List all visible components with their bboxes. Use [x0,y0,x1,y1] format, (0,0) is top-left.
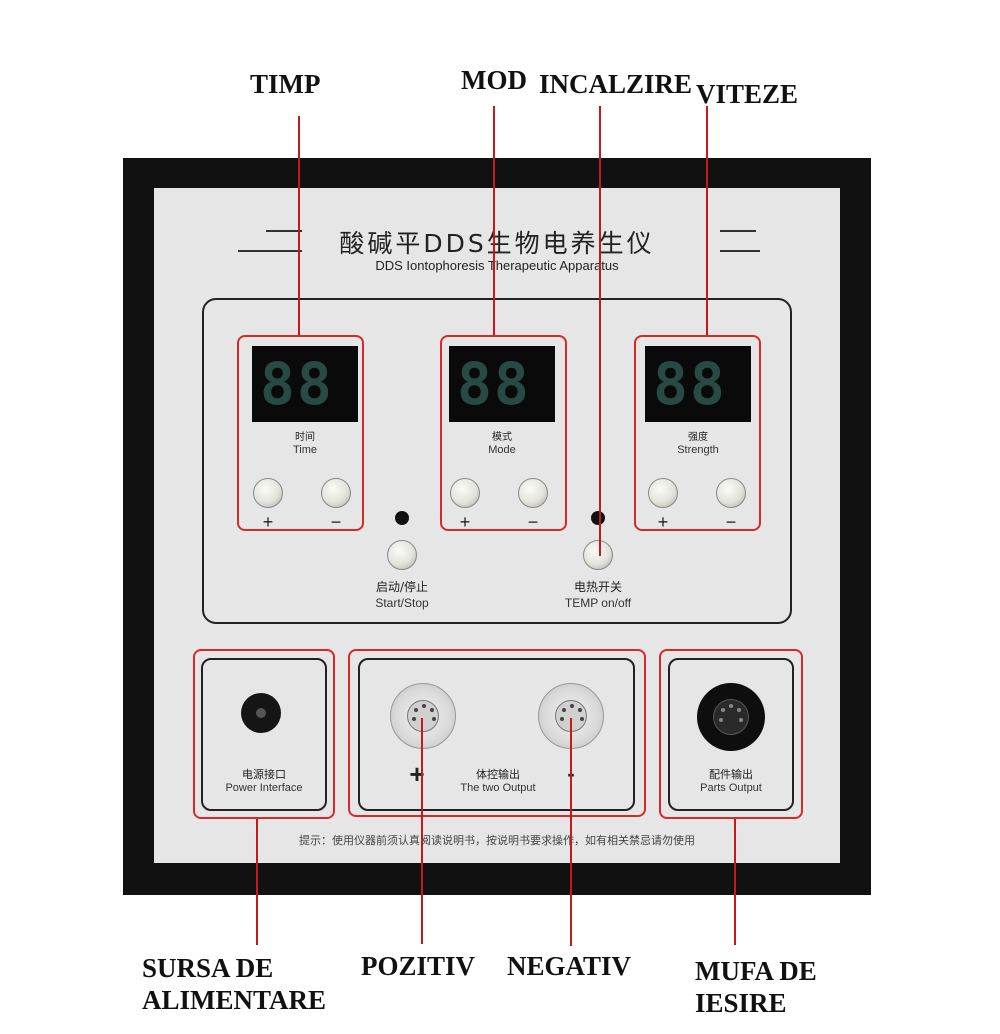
start-stop-button[interactable] [387,540,417,570]
power-highlight-box [193,649,335,819]
viteze-callout-line [706,106,708,335]
time-plus-sign: + [262,512,274,532]
power-label-cn: 电源接口 [242,768,286,781]
power-jack-pin-icon [256,708,266,718]
callout-sursa-line1: SURSA DE [142,953,274,983]
title-deco-line [720,230,756,232]
socket-pin-icon [739,718,743,722]
device-title-cn: 酸碱平DDS生物电养生仪 [339,229,655,258]
mode-display-digits: 88 [457,350,531,418]
parts-output-box [668,658,794,811]
callout-viteze: VITEZE [696,79,799,109]
positive-output-socket-icon[interactable] [390,683,456,749]
strength-display-digits: 88 [653,350,727,418]
two-output-label-cn: 体控输出 [476,768,520,781]
strength-label-cn: 强度 [688,432,708,443]
strength-plus-button[interactable] [648,478,678,508]
start-stop-label-cn: 启动/停止 [375,580,429,594]
socket-pin-icon [729,704,733,708]
strength-minus-sign: − [725,512,737,532]
two-output-box [358,658,635,811]
time-display-digits: 88 [260,350,334,418]
socket-pin-icon [578,708,582,712]
power-jack-icon[interactable] [241,693,281,733]
incalzire-callout-line [599,106,601,556]
sursa-callout-line [256,819,258,945]
temp-label-cn: 电热开关 [573,580,622,594]
mufa-callout-line [734,819,736,945]
two-output-label-en: The two Output [460,782,536,794]
mode-label-cn: 模式 [492,432,512,443]
strength-display: 88 [645,346,751,422]
socket-pin-icon [737,708,741,712]
time-minus-sign: − [330,512,342,532]
mode-minus-button[interactable] [518,478,548,508]
socket-pin-icon [560,717,564,721]
parts-output-label-en: Parts Output [700,782,762,794]
callout-mod: MOD [461,65,527,95]
socket-pin-icon [580,717,584,721]
start-stop-label-en: Start/Stop [375,596,429,610]
power-interface-box [201,658,327,811]
callout-incalzire: INCALZIRE [539,69,693,99]
callout-pozitiv: POZITIV [361,951,476,981]
title-deco-line [238,250,302,252]
timp-callout-line [298,116,300,335]
temp-onoff-button[interactable] [583,540,613,570]
usage-notice: 提示：使用仪器前须认真阅读说明书，按说明书要求操作，如有相关禁忌请勿使用 [299,834,695,847]
mode-display: 88 [449,346,555,422]
parts-output-socket-icon[interactable] [697,683,765,751]
socket-pin-icon [719,718,723,722]
callout-negativ: NEGATIV [507,951,632,981]
time-label-cn: 时间 [295,432,315,443]
callout-mufa-line2: IESIRE [695,988,787,1018]
control-area [202,298,792,624]
time-plus-button[interactable] [253,478,283,508]
mode-plus-sign: + [459,512,471,532]
time-display: 88 [252,346,358,422]
two-output-highlight-box [348,649,646,817]
negativ-callout-line [570,718,572,946]
strength-minus-button[interactable] [716,478,746,508]
power-label-en: Power Interface [225,782,303,794]
parts-output-label-cn: 配件输出 [709,768,753,781]
mode-label-en: Mode [488,444,516,456]
title-deco-line [720,250,760,252]
time-highlight-box [237,335,364,531]
socket-pin-icon [570,704,574,708]
callout-sursa-line2: ALIMENTARE [142,985,327,1015]
socket-pin-icon [562,708,566,712]
device-title-en: DDS Iontophoresis Therapeutic Apparatus [375,258,619,273]
mode-highlight-box [440,335,567,531]
socket-pin-icon [412,717,416,721]
time-label-en: Time [292,444,318,456]
strength-label-en: Strength [677,444,719,456]
parts-output-highlight-box [659,649,803,819]
temp-label-en: TEMP on/off [564,596,632,610]
callout-mufa-line1: MUFA DE [695,956,817,986]
title-deco-line [266,230,302,232]
socket-pin-icon [422,704,426,708]
strength-highlight-box [634,335,761,531]
socket-pin-icon [414,708,418,712]
socket-pin-icon [721,708,725,712]
temp-indicator-led [591,511,605,525]
pozitiv-callout-line [421,718,423,944]
mod-callout-line [493,106,495,335]
socket-pin-icon [432,717,436,721]
callout-timp: TIMP [250,69,321,99]
mode-plus-button[interactable] [450,478,480,508]
start-stop-indicator-led [395,511,409,525]
socket-pin-icon [430,708,434,712]
positive-output-sign: + [409,759,425,789]
mode-minus-sign: − [527,512,539,532]
time-minus-button[interactable] [321,478,351,508]
strength-plus-sign: + [657,512,669,532]
